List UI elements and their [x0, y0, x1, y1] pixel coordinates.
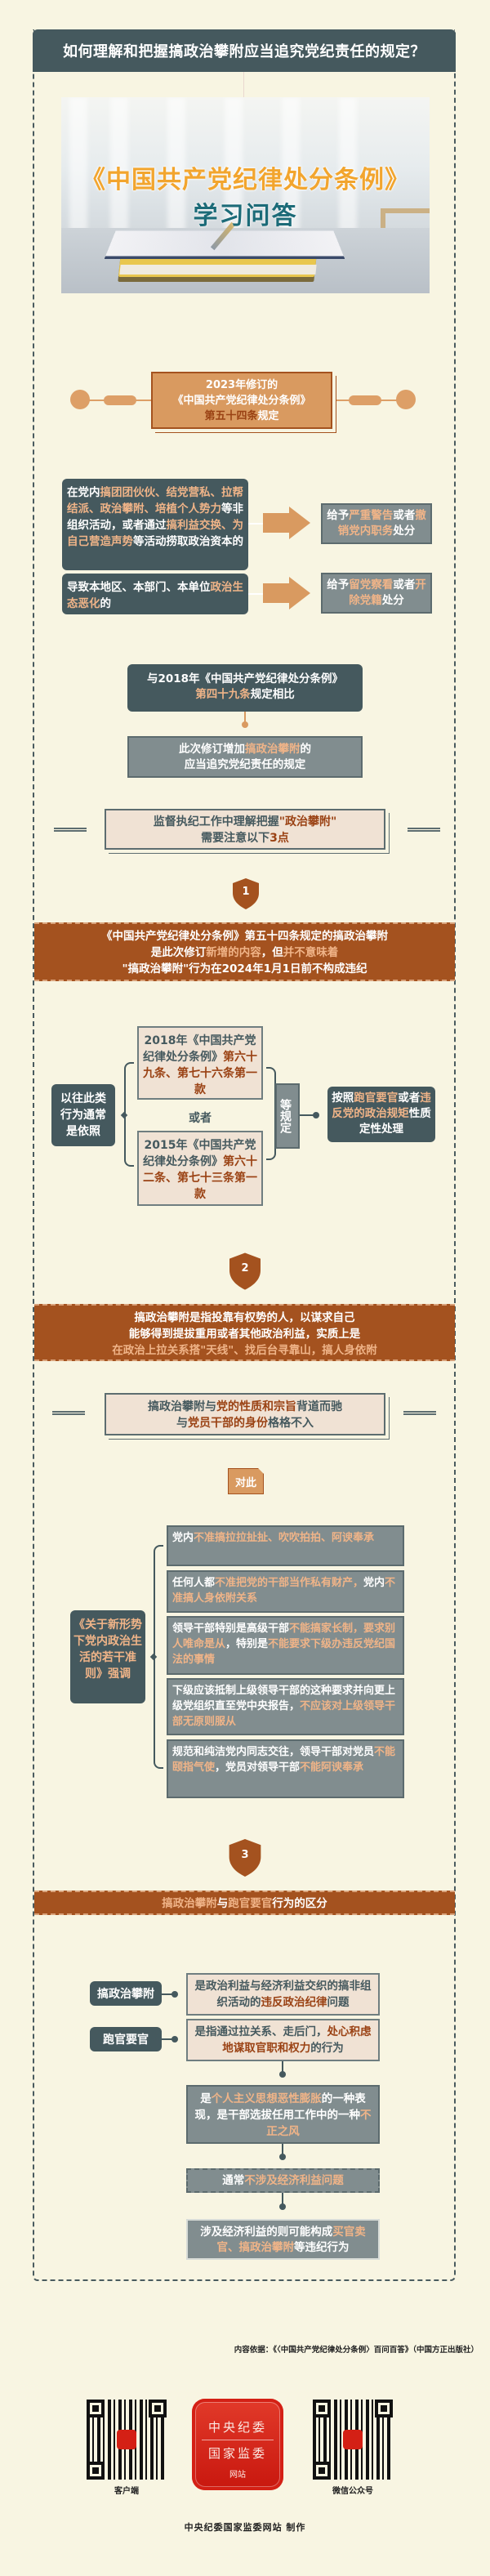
decor-pill	[349, 395, 381, 405]
label-political-attachment: 搞政治攀附	[90, 1981, 162, 2006]
rule-penalty-2: 给予留党察看或者开除党籍处分	[321, 573, 432, 614]
option-2015: 2015年《中国共产党纪律处分条例》第六十二条、第七十三条第一款	[137, 1131, 263, 1206]
qr-label-client: 客户端	[114, 2487, 139, 2496]
guideline-rule-3: 领导干部特别是高级干部不能搞家长制，要求别人唯命是从，特别是不能要求下级办违反党…	[167, 1616, 404, 1675]
divider	[243, 72, 244, 100]
page-title: 如何理解和把握搞政治攀附应当追究党纪责任的规定？	[33, 29, 456, 72]
hero-banner: 《中国共产党纪律处分条例》 学习问答	[61, 97, 430, 293]
comparison-box: 与2018年《中国共产党纪律处分条例》 第四十九条规定相比	[127, 664, 363, 712]
chain-box-1: 是个人主义思想恶性膨胀的一种表现，是干部选拔任用工作中的一种不正之风	[186, 2085, 380, 2144]
tag-label: 对此	[228, 1468, 264, 1494]
banner-subtitle: 学习问答	[193, 202, 298, 230]
banner-title: 《中国共产党纪律处分条例》	[81, 166, 410, 194]
point2-statement: 搞政治攀附是指投靠有权势的人，以谋求自己 能够得到提拔重用或者其他政治利益，实质…	[34, 1304, 455, 1361]
rule-penalty-1: 给予严重警告或者撤销党内职务处分	[321, 503, 432, 544]
basis-label: 以往此类行为通常是依照	[51, 1084, 115, 1146]
etc-label: 等规定	[275, 1083, 300, 1149]
point1-statement: 《中国共产党纪律处分条例》第五十四条规定的搞政治攀附 是此次修订新增的内容，但并…	[34, 922, 455, 981]
number-badge-3: 3	[229, 1839, 261, 1877]
option-2018: 2018年《中国共产党纪律处分条例》第六十九条、第七十六条第一款	[137, 1026, 263, 1100]
definition-seeking-office: 是指通过拉关系、走后门，处心积虑地谋取官职和权力的行为	[186, 2019, 380, 2061]
or-label: 或者	[189, 1112, 212, 1125]
guideline-rule-2: 任何人都不准把党的干部当作私有财产，党内不准搞人身依附关系	[167, 1570, 404, 1613]
definition-political-attachment: 是政治利益与经济利益交织的搞非组织活动的违反政治纪律问题	[186, 1973, 380, 2016]
label-seeking-office: 跑官要官	[90, 2027, 162, 2051]
content-frame	[33, 29, 456, 2281]
decor-dot	[396, 390, 416, 409]
rule-condition-2: 导致本地区、本部门、本单位政治生态恶化的	[62, 574, 248, 614]
point3-heading: 搞政治攀附与跑官要官行为的区分	[34, 1891, 455, 1915]
chain-box-2: 通常不涉及经济利益问题	[186, 2168, 380, 2193]
number-badge-1: 1	[233, 878, 259, 909]
qr-code-wechat[interactable]	[313, 2400, 393, 2480]
article-heading: 2023年修订的 《中国共产党纪律处分条例》 第五十四条规定	[151, 372, 332, 429]
site-logo: 中央纪委 国家监委 网站	[192, 2399, 283, 2490]
content-source: 内容依据：《〈中国共产党纪律处分条例〉百问百答》（中国方正出版社）	[234, 2346, 479, 2355]
point2-heading: 搞政治攀附与党的性质和宗旨背道而驰 与党员干部的身份格格不入	[105, 1393, 385, 1435]
qr-label-wechat: 微信公众号	[332, 2487, 373, 2496]
revision-box: 此次修订增加搞政治攀附的 应当追究党纪责任的规定	[127, 736, 363, 778]
handling-box: 按照跑官要官或者违反党的政治规矩性质定性处理	[327, 1087, 435, 1142]
notes-heading: 监督执纪工作中理解把握"政治攀附" 需要注意以下3点	[105, 809, 385, 850]
number-badge-2: 2	[229, 1252, 261, 1290]
qr-code-client[interactable]	[87, 2400, 167, 2480]
decor-pill	[104, 395, 136, 405]
guideline-rule-1: 党内不准搞拉拉扯扯、吹吹拍拍、阿谀奉承	[167, 1525, 404, 1566]
producer-credit: 中央纪委国家监委网站 制作	[184, 2522, 306, 2533]
guideline-source: 《关于新形势下党内政治生活的若干准则》强调	[70, 1610, 145, 1703]
guideline-rule-5: 规范和纯洁党内同志交往，领导干部对党员不能颐指气使，党员对领导干部不能阿谀奉承	[167, 1739, 404, 1798]
guideline-rule-4: 下级应该抵制上级领导干部的这种要求并向更上级党组织直至党中央报告，不应该对上级领…	[167, 1678, 404, 1735]
chain-box-3: 涉及经济利益的则可能构成买官卖官、搞政治攀附等违纪行为	[186, 2219, 380, 2260]
rule-condition-1: 在党内搞团团伙伙、结党营私、拉帮结派、政治攀附、培植个人势力等非组织活动，或者通…	[62, 479, 248, 570]
